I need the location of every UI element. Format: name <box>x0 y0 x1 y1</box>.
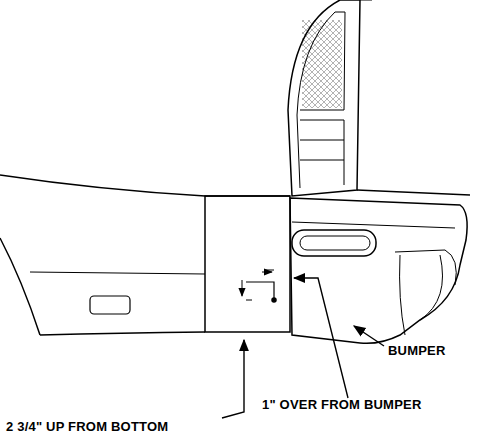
part-name: BUMPER <box>388 344 446 358</box>
dimension-note: 1" OVER FROM BUMPER <box>262 398 421 412</box>
dimension-note: 2 3/4" UP FROM BOTTOM <box>6 420 168 434</box>
